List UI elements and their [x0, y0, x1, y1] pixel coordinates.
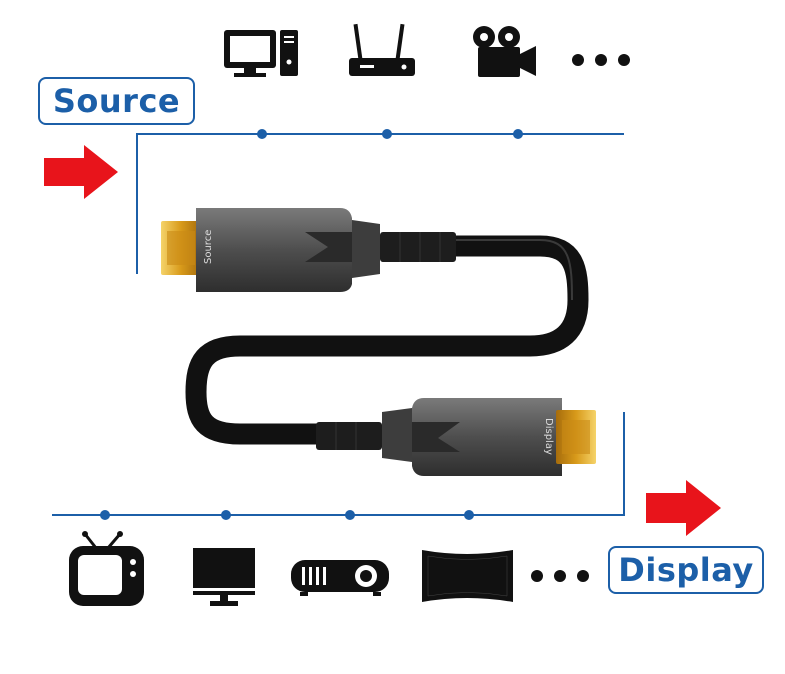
display-node	[221, 510, 231, 520]
display-bus-nodes	[100, 510, 474, 520]
tv-icon	[69, 531, 144, 606]
source-label: Source	[38, 77, 195, 125]
computer-icon	[224, 30, 298, 77]
monitor-icon	[193, 548, 255, 606]
video-camera-icon	[473, 26, 536, 77]
display-plug-label: Display	[543, 418, 554, 455]
source-node	[382, 129, 392, 139]
source-node	[513, 129, 523, 139]
source-plug: Source	[161, 208, 456, 292]
more-icon	[531, 570, 589, 582]
display-label: Display	[608, 546, 764, 594]
display-node	[100, 510, 110, 520]
source-plug-label: Source	[203, 230, 214, 264]
more-icon	[572, 54, 630, 66]
display-bus-line	[52, 412, 625, 516]
projector-icon	[291, 560, 389, 596]
display-plug: Display	[316, 398, 596, 476]
output-arrow-icon	[646, 480, 721, 536]
input-arrow-icon	[44, 145, 118, 199]
source-bus-line	[136, 133, 624, 274]
display-node	[464, 510, 474, 520]
display-node	[345, 510, 355, 520]
curved-screen-icon	[422, 550, 513, 602]
source-node	[257, 129, 267, 139]
hdmi-cable: Source Display	[161, 208, 596, 476]
router-icon	[349, 23, 415, 76]
source-bus-nodes	[257, 129, 523, 139]
